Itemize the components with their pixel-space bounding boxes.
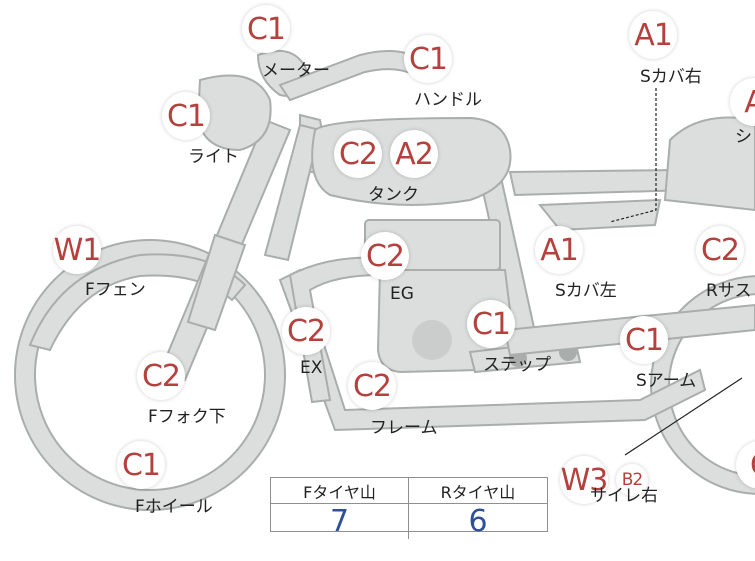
code-badge: C2 xyxy=(334,130,382,178)
rear-tire-header: Rタイヤ山 xyxy=(409,478,547,504)
seat xyxy=(508,168,692,197)
code-badge: C2 xyxy=(348,362,396,410)
code-badge: W3 xyxy=(560,456,608,504)
rear-tire-value: 6 xyxy=(468,504,488,539)
code-badge: A1 xyxy=(629,11,677,59)
code-badge: C2 xyxy=(361,232,409,280)
part-label: サイレ右 xyxy=(590,486,658,506)
part-label: Fホイール xyxy=(135,497,213,517)
side-cover xyxy=(537,198,662,232)
part-label: タンク xyxy=(368,185,419,205)
part-label: フレーム xyxy=(370,418,438,438)
part-label: シ xyxy=(735,127,752,147)
headlight xyxy=(196,74,272,152)
tire-tread-table: Fタイヤ山 Rタイヤ山 7 6 xyxy=(270,477,548,539)
code-badge: C2 xyxy=(696,226,744,274)
code-badge: C2 xyxy=(282,307,330,355)
code-badge: C1 xyxy=(620,316,668,364)
leader-line xyxy=(609,88,657,223)
code-badge: C1 xyxy=(242,5,290,53)
part-label: EX xyxy=(300,358,323,378)
part-label: Sカバ左 xyxy=(555,281,617,301)
code-badge: C xyxy=(736,441,755,489)
code-badge: C1 xyxy=(117,441,165,489)
code-badge: W1 xyxy=(53,226,101,274)
code-badge: C1 xyxy=(467,300,515,348)
part-label: Sアーム xyxy=(636,371,697,391)
part-label: EG xyxy=(390,284,414,304)
code-badge: B2 xyxy=(616,464,648,496)
front-tire-header: Fタイヤ山 xyxy=(271,478,409,504)
part-label: Fフェン xyxy=(85,280,146,300)
part-label: メーター xyxy=(262,61,330,81)
code-badge: A1 xyxy=(535,226,583,274)
part-label: Fフォク下 xyxy=(148,407,226,427)
code-badge: C1 xyxy=(162,92,210,140)
leader-line xyxy=(624,377,743,456)
part-label: ライト xyxy=(188,147,239,167)
code-badge: A2 xyxy=(390,130,438,178)
code-badge: C2 xyxy=(137,352,185,400)
front-fender xyxy=(28,253,247,352)
part-label: ハンドル xyxy=(414,90,482,110)
front-tire-value: 7 xyxy=(271,504,409,539)
part-label: Rサス xyxy=(706,281,752,301)
code-badge: C1 xyxy=(404,35,452,83)
part-label: ステップ xyxy=(483,355,551,375)
part-label: Sカバ右 xyxy=(640,67,702,87)
